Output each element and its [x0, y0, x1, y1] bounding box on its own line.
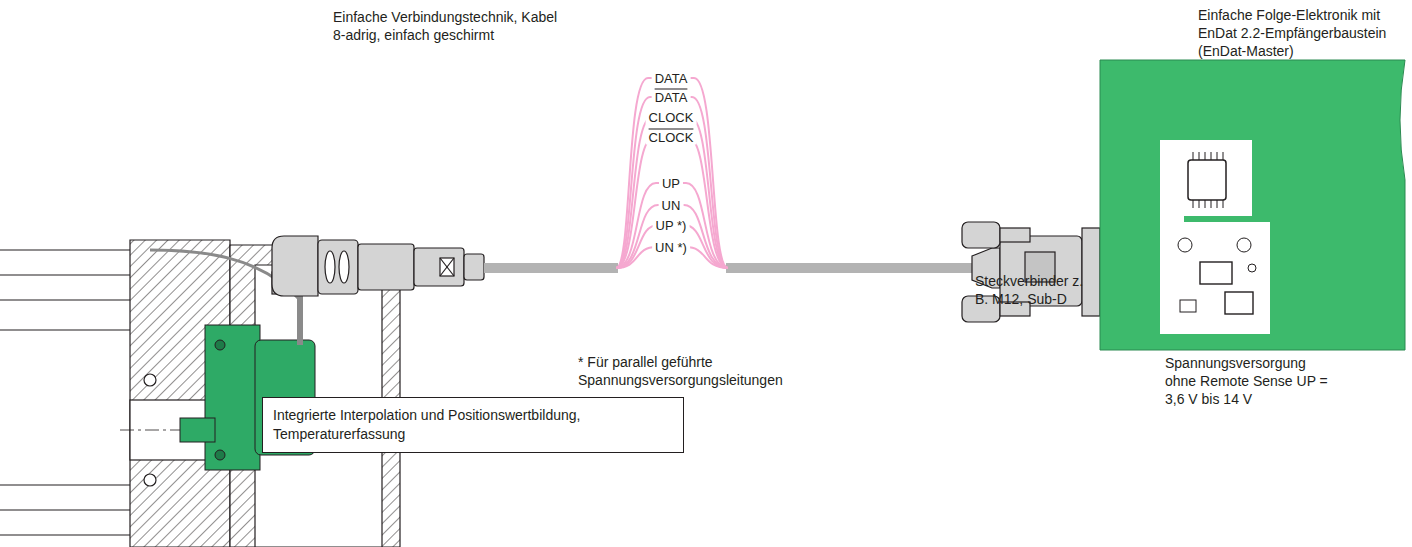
signal-name: UP	[659, 176, 683, 191]
sub-d-connector	[962, 222, 1100, 322]
annotation: Spannungsversorgung ohne Remote Sense UP…	[1165, 354, 1340, 408]
annotation: Steckverbinder z. B. M12, Sub-D	[975, 272, 1095, 308]
wire-fan	[616, 78, 728, 268]
signal-name: DATA	[652, 90, 691, 105]
note-box: Integrierte Interpolation und Positionsw…	[262, 397, 684, 453]
motor-housing	[0, 240, 400, 547]
signal-name: UN *)	[652, 240, 690, 255]
circuit-board	[1100, 60, 1405, 350]
cable	[484, 263, 618, 273]
signal-name: CLOCK	[646, 110, 697, 125]
signal-name: UP *)	[653, 218, 690, 233]
signal-name: UN	[659, 198, 684, 213]
node-text: Integrierte Interpolation und Positionsw…	[273, 406, 673, 444]
angle-connector	[272, 236, 484, 296]
annotation: Einfache Folge-Elektronik mit EnDat 2.2-…	[1198, 6, 1408, 60]
signal-name: DATA	[652, 71, 691, 86]
cable	[726, 263, 972, 273]
annotation: Einfache Verbindungstechnik, Kabel 8-adr…	[333, 8, 573, 44]
signal-name: CLOCK	[646, 130, 697, 145]
annotation: * Für parallel geführte Spannungsversorg…	[578, 353, 818, 389]
